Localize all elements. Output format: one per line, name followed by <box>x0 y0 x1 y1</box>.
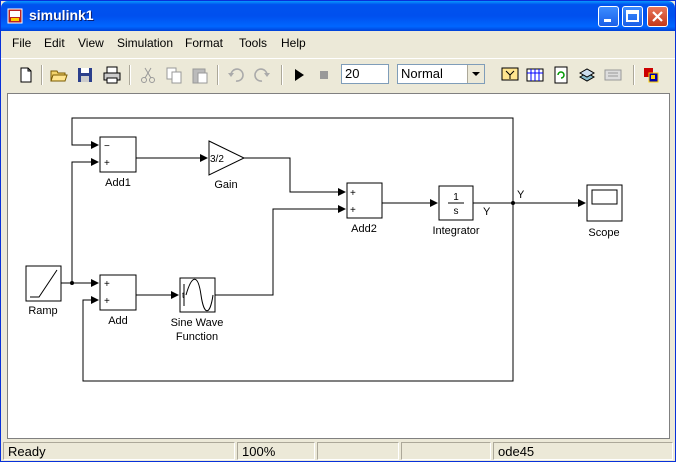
maximize-icon <box>626 10 639 22</box>
ramp-glyph-icon <box>30 269 58 298</box>
copy-icon[interactable] <box>164 65 184 85</box>
status-zoom: 100% <box>237 442 315 460</box>
menu-edit[interactable]: Edit <box>44 36 65 50</box>
add1-port-plus: + <box>104 158 110 169</box>
menu-bar: File Edit View Simulation Format Tools H… <box>1 32 675 54</box>
stop-icon[interactable] <box>314 65 334 85</box>
status-empty-2 <box>401 442 491 460</box>
stop-time-input[interactable]: 20 <box>341 64 389 84</box>
paste-icon[interactable] <box>190 65 210 85</box>
redo-icon[interactable] <box>252 65 272 85</box>
menu-file[interactable]: File <box>12 36 32 50</box>
status-message: Ready <box>3 442 235 460</box>
integrator-block[interactable]: 1 s Integrator <box>432 185 480 237</box>
signal-feedback-add[interactable] <box>82 203 514 382</box>
undo-icon[interactable] <box>226 65 246 85</box>
build-icon[interactable] <box>500 65 520 85</box>
scope-block[interactable]: Scope <box>586 184 623 239</box>
branch-point-ramp <box>70 281 74 285</box>
chevron-down-icon[interactable] <box>467 65 484 83</box>
add2-block[interactable]: + + Add2 <box>346 182 383 235</box>
minimize-icon <box>604 19 611 22</box>
print-icon[interactable] <box>102 65 122 85</box>
menu-tools[interactable]: Tools <box>239 36 268 50</box>
menu-view[interactable]: View <box>78 36 104 50</box>
add2-label: Add2 <box>351 223 377 235</box>
gain-label: Gain <box>214 179 237 191</box>
add-block[interactable]: + + Add <box>99 274 137 327</box>
ramp-block[interactable]: Ramp <box>25 265 62 317</box>
cut-icon[interactable] <box>138 65 158 85</box>
simulink-app-icon <box>7 8 23 24</box>
add2-port-plus-2: + <box>350 205 356 216</box>
signal-feedback-add1[interactable] <box>71 117 514 203</box>
gain-value: 3/2 <box>210 154 224 165</box>
model-canvas[interactable]: Ramp − + Add1 + + Add 3/2 Gain <box>7 93 670 439</box>
sine-label-line2: Function <box>176 331 218 343</box>
signal-ramp-add1[interactable] <box>61 158 99 284</box>
status-bar: Ready 100% ode45 <box>1 441 675 461</box>
signal-lines <box>61 117 586 382</box>
update-icon[interactable] <box>551 65 571 85</box>
simulation-mode-value: Normal <box>401 66 443 81</box>
status-solver: ode45 <box>493 442 673 460</box>
branch-point-y <box>511 201 515 205</box>
open-icon[interactable] <box>49 65 69 85</box>
integrator-output-label: Y <box>483 206 491 218</box>
sine-wave-block[interactable]: t Sine Wave Function <box>171 277 224 343</box>
maximize-button[interactable] <box>622 6 643 27</box>
debugger-icon[interactable] <box>603 65 623 85</box>
add-port-plus-2: + <box>104 296 110 307</box>
integrator-numerator: 1 <box>453 192 459 203</box>
simulink-library-icon[interactable] <box>641 65 661 85</box>
close-icon <box>652 11 663 22</box>
integrator-denominator: s <box>454 206 459 217</box>
add-label: Add <box>108 315 128 327</box>
new-icon[interactable] <box>16 65 36 85</box>
ramp-label: Ramp <box>28 305 57 317</box>
simulation-mode-select[interactable]: Normal <box>397 64 485 84</box>
svg-text:t: t <box>182 291 185 300</box>
add-port-plus-1: + <box>104 279 110 290</box>
model-explorer-icon[interactable] <box>577 65 597 85</box>
add1-block[interactable]: − + Add1 <box>99 136 137 189</box>
scope-label: Scope <box>588 227 619 239</box>
add2-port-plus-1: + <box>350 188 356 199</box>
minimize-button[interactable] <box>598 6 619 27</box>
status-empty-1 <box>317 442 399 460</box>
add1-label: Add1 <box>105 177 131 189</box>
window-title: simulink1 <box>29 7 94 23</box>
play-icon[interactable] <box>289 65 309 85</box>
library-icon[interactable] <box>525 65 545 85</box>
save-icon[interactable] <box>75 65 95 85</box>
menu-help[interactable]: Help <box>281 36 306 50</box>
title-bar[interactable]: simulink1 <box>1 1 675 31</box>
menu-format[interactable]: Format <box>185 36 224 50</box>
signal-y-label: Y <box>517 189 525 201</box>
menu-simulation[interactable]: Simulation <box>117 36 174 50</box>
toolbar <box>1 58 675 91</box>
add1-port-minus: − <box>104 141 110 152</box>
dropdown-arrow-icon <box>472 72 480 76</box>
scope-screen-icon <box>591 189 618 205</box>
signal-gain-add2[interactable] <box>244 157 346 196</box>
block-diagram: Ramp − + Add1 + + Add 3/2 Gain <box>25 117 623 382</box>
gain-block[interactable]: 3/2 Gain <box>208 140 246 191</box>
sine-wave-icon <box>185 278 214 312</box>
integrator-label: Integrator <box>432 225 479 237</box>
sine-label-line1: Sine Wave <box>171 317 224 329</box>
close-button[interactable] <box>647 6 668 27</box>
signal-sine-add2[interactable] <box>215 205 346 296</box>
